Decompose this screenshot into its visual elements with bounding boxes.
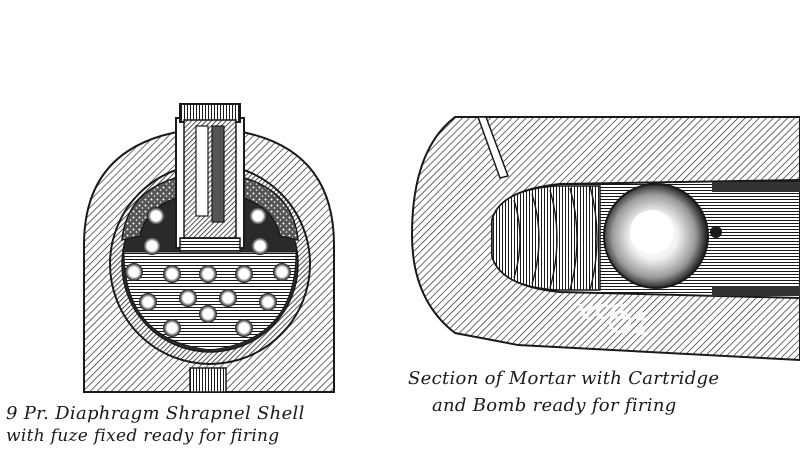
mortar-vent [476,116,509,179]
shell-caption-line-2: with fuze fixed ready for firing [6,426,280,446]
watermark-text: VCG [578,300,628,324]
shrapnel-ball [139,293,157,311]
bomb-fuze-cap [710,226,722,238]
shrapnel-ball [163,265,181,283]
shrapnel-ball [259,293,277,311]
mortar-bore-shade [712,182,800,192]
shrapnel-ball [179,289,197,307]
shell-fuze [175,103,245,253]
shrapnel-ball [235,265,253,283]
shrapnel-ball [219,289,237,307]
shrapnel-ball [249,207,267,225]
shrapnel-ball [235,319,253,337]
shrapnel-ball [273,263,291,281]
shell-caption-line-1: 9 Pr. Diaphragm Shrapnel Shell [6,403,305,424]
watermark-logo [608,310,645,335]
shrapnel-ball [147,207,165,225]
bomb-highlight [630,210,674,254]
shrapnel-ball [251,237,269,255]
shrapnel-ball [199,305,217,323]
mortar-section-illustration [410,116,800,362]
mortar-caption-line-1: Section of Mortar with Cartridge [408,368,720,389]
shrapnel-ball [125,263,143,281]
mortar-chamber [491,185,601,291]
mortar-caption-line-2: and Bomb ready for firing [432,395,677,416]
mortar-cartridge [513,185,598,291]
shrapnel-ball [163,319,181,337]
shrapnel-shell-illustration [83,103,335,393]
mortar-bore-shade-lower [712,286,800,296]
shrapnel-balls [125,207,291,337]
shell-base-slot [189,367,227,393]
shrapnel-ball [143,237,161,255]
shrapnel-ball [199,265,217,283]
